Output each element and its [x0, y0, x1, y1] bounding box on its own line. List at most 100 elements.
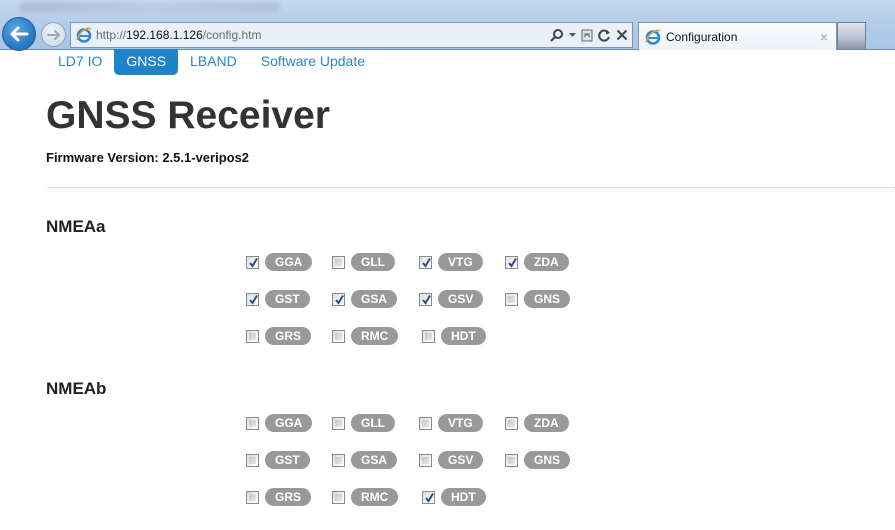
nmeab-option-grs[interactable]: GRS — [246, 487, 312, 507]
ie-icon — [76, 27, 92, 43]
nmeab-gga-checkbox[interactable] — [246, 416, 259, 430]
nmeab-gsv-checkbox[interactable] — [419, 453, 432, 467]
nmeab-hdt-label: HDT — [441, 488, 486, 506]
nmeaa-gsv-label: GSV — [438, 290, 484, 308]
nmeab-option-gsa[interactable]: GSA — [332, 450, 398, 470]
nmeaa-gga-label: GGA — [265, 253, 313, 271]
nmeaa-option-gll[interactable]: GLL — [332, 252, 395, 272]
nmeab-gll-label: GLL — [351, 414, 395, 432]
nmeab-gst-checkbox[interactable] — [246, 453, 259, 467]
nmeab-vtg-label: VTG — [438, 414, 483, 432]
checkmark-icon — [422, 294, 431, 305]
nmeaa-gst-label: GST — [265, 290, 310, 308]
nmeab-option-gll[interactable]: GLL — [332, 413, 395, 433]
nmeaa-option-gst[interactable]: GST — [246, 289, 310, 309]
search-icon[interactable] — [550, 26, 564, 44]
nmeaa-gst-checkbox[interactable] — [246, 292, 259, 306]
nav-tab-lband[interactable]: LBAND — [190, 53, 237, 69]
nmeab-grs-checkbox[interactable] — [246, 490, 259, 504]
nmeab-option-gsv[interactable]: GSV — [419, 450, 484, 470]
firmware-version: Firmware Version: 2.5.1-veripos2 — [46, 150, 250, 165]
nmeab-option-gga[interactable]: GGA — [246, 413, 313, 433]
nmeab-gst-label: GST — [265, 451, 310, 469]
nmeab-option-rmc[interactable]: RMC — [332, 487, 399, 507]
nmeab-gns-checkbox[interactable] — [505, 453, 518, 467]
back-button[interactable] — [2, 17, 36, 51]
dropdown-icon[interactable] — [569, 26, 576, 44]
nmeaa-gga-checkbox[interactable] — [246, 255, 259, 269]
nmeaa-zda-checkbox[interactable] — [505, 255, 518, 269]
nmeaa-gll-label: GLL — [351, 253, 395, 271]
close-tab-icon[interactable]: × — [819, 28, 828, 45]
browser-chrome: http://192.168.1.126/config.htm C — [0, 0, 895, 51]
nmeab-option-gst[interactable]: GST — [246, 450, 310, 470]
nmeaa-zda-label: ZDA — [524, 253, 569, 271]
stop-icon[interactable] — [616, 26, 628, 44]
nmeaa-gns-label: GNS — [524, 290, 571, 308]
nmeab-gsa-checkbox[interactable] — [332, 453, 345, 467]
nmeab-grs-label: GRS — [265, 488, 312, 506]
nmeab-option-zda[interactable]: ZDA — [505, 413, 569, 433]
nmeab-option-gns[interactable]: GNS — [505, 450, 571, 470]
section-title-nmeab: NMEAb — [46, 379, 107, 398]
back-arrow-icon — [10, 26, 29, 42]
url-text[interactable]: http://192.168.1.126/config.htm — [96, 28, 262, 42]
nmeaa-gll-checkbox[interactable] — [332, 255, 345, 269]
nmeaa-grs-checkbox[interactable] — [246, 329, 259, 343]
nmeaa-option-gns[interactable]: GNS — [505, 289, 571, 309]
nmeab-vtg-checkbox[interactable] — [419, 416, 432, 430]
nmeab-gga-label: GGA — [265, 414, 313, 432]
nmeaa-option-gsv[interactable]: GSV — [419, 289, 484, 309]
checkmark-icon — [425, 492, 434, 503]
forward-button[interactable] — [41, 22, 66, 47]
nmeaa-gsa-checkbox[interactable] — [332, 292, 345, 306]
nav-tab-gnss[interactable]: GNSS — [114, 49, 179, 75]
nmeab-gns-label: GNS — [524, 451, 571, 469]
tab-title: Configuration — [666, 29, 738, 44]
checkmark-icon — [508, 257, 517, 268]
nav-tab-software-update[interactable]: Software Update — [260, 53, 366, 69]
nmeaa-hdt-checkbox[interactable] — [422, 329, 435, 343]
nmeaa-rmc-checkbox[interactable] — [332, 329, 345, 343]
address-bar[interactable]: http://192.168.1.126/config.htm — [70, 22, 633, 48]
nmeaa-gns-checkbox[interactable] — [505, 292, 518, 306]
section-title-nmeaa: NMEAa — [46, 217, 106, 236]
refresh-icon[interactable] — [598, 26, 611, 44]
checkmark-icon — [422, 257, 431, 268]
nmeaa-option-vtg[interactable]: VTG — [419, 252, 483, 272]
nmeab-option-hdt[interactable]: HDT — [422, 487, 486, 507]
nmeab-zda-checkbox[interactable] — [505, 416, 518, 430]
window-title-bar — [20, 2, 280, 12]
new-tab-button[interactable] — [837, 22, 866, 49]
nav-tab-ld7-io[interactable]: LD7 IO — [58, 53, 103, 69]
nmeaa-option-zda[interactable]: ZDA — [505, 252, 569, 272]
nmeaa-rmc-label: RMC — [351, 327, 399, 345]
checkmark-icon — [249, 257, 258, 268]
compatibility-view-icon[interactable] — [581, 26, 593, 44]
nmeaa-option-hdt[interactable]: HDT — [422, 326, 486, 346]
nmeaa-gsv-checkbox[interactable] — [419, 292, 432, 306]
nmeaa-option-gga[interactable]: GGA — [246, 252, 313, 272]
checkmark-icon — [249, 294, 258, 305]
nmeaa-hdt-label: HDT — [441, 327, 486, 345]
nmeab-rmc-label: RMC — [351, 488, 399, 506]
page-nav: LD7 IO GNSS LBAND Software Update — [46, 49, 377, 75]
nmeab-gll-checkbox[interactable] — [332, 416, 345, 430]
nmeab-hdt-checkbox[interactable] — [422, 490, 435, 504]
checkmark-icon — [335, 294, 344, 305]
nmeab-gsa-label: GSA — [351, 451, 398, 469]
nmeab-option-vtg[interactable]: VTG — [419, 413, 483, 433]
nmeab-rmc-checkbox[interactable] — [332, 490, 345, 504]
nmeaa-grs-label: GRS — [265, 327, 312, 345]
nmeaa-gsa-label: GSA — [351, 290, 398, 308]
ie-icon — [645, 29, 661, 45]
nmeaa-option-gsa[interactable]: GSA — [332, 289, 398, 309]
nmeaa-option-rmc[interactable]: RMC — [332, 326, 399, 346]
nmeaa-vtg-label: VTG — [438, 253, 483, 271]
tab-configuration[interactable]: Configuration × — [638, 22, 837, 50]
nmeaa-vtg-checkbox[interactable] — [419, 255, 432, 269]
page-title: GNSS Receiver — [46, 94, 330, 137]
nmeaa-option-grs[interactable]: GRS — [246, 326, 312, 346]
nmeab-zda-label: ZDA — [524, 414, 569, 432]
divider — [46, 187, 895, 188]
